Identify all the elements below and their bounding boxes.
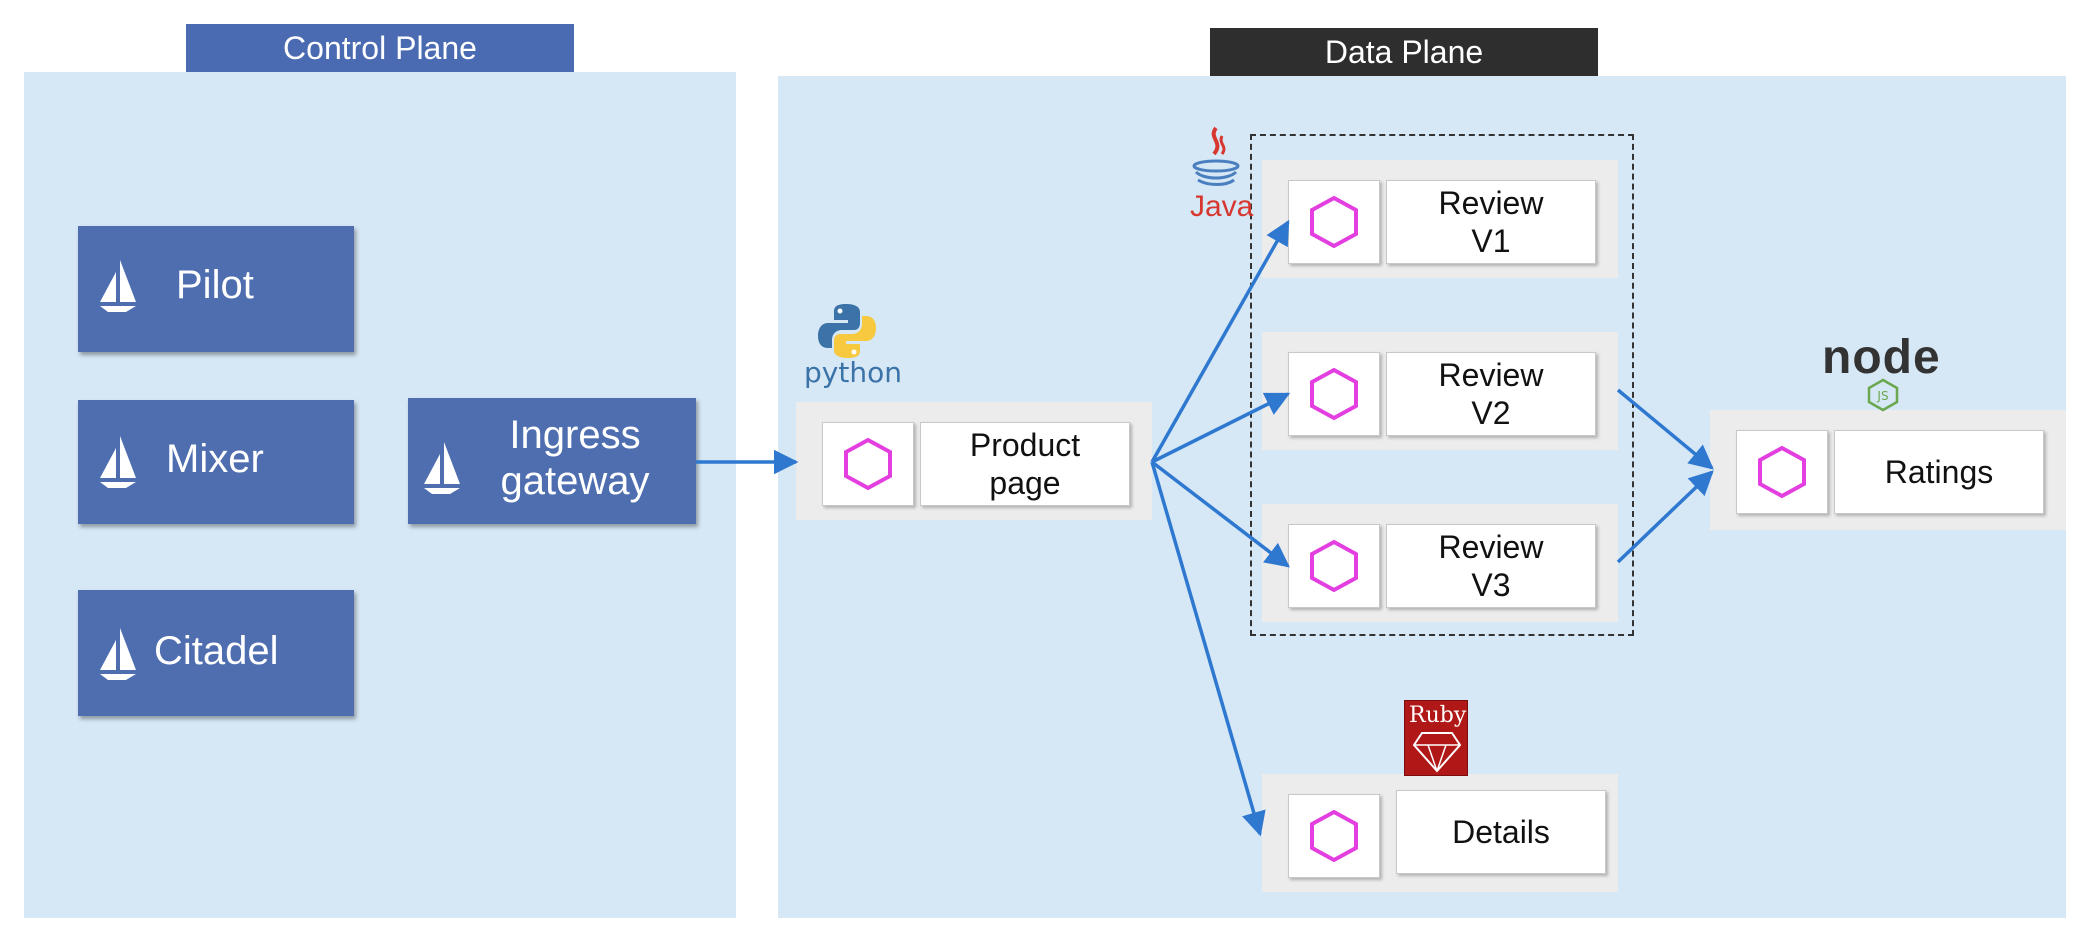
review-v2-icon-tile bbox=[1288, 352, 1380, 436]
review-v1-label-tile[interactable]: Review V1 bbox=[1386, 180, 1596, 264]
hexagon-icon bbox=[844, 437, 892, 491]
java-logo-text: Java bbox=[1190, 190, 1254, 223]
ingress-gateway-label: Ingress gateway bbox=[500, 413, 650, 503]
hexagon-icon bbox=[1758, 445, 1806, 499]
hexagon-icon bbox=[1310, 809, 1358, 863]
control-plane-title-text: Control Plane bbox=[283, 29, 477, 66]
hexagon-icon bbox=[1310, 367, 1358, 421]
pilot-label: Pilot bbox=[176, 263, 254, 307]
hexagon-icon bbox=[1310, 195, 1358, 249]
citadel-label: Citadel bbox=[154, 629, 279, 673]
control-plane-title: Control Plane bbox=[186, 24, 574, 72]
details-icon-tile bbox=[1288, 794, 1380, 878]
ruby-gem-icon bbox=[1412, 732, 1462, 773]
pilot-component[interactable]: Pilot bbox=[78, 226, 354, 352]
review-v3-label: Review V3 bbox=[1438, 528, 1544, 603]
data-plane-title-text: Data Plane bbox=[1324, 33, 1484, 70]
review-v1-label: Review V1 bbox=[1438, 184, 1544, 259]
python-icon bbox=[818, 304, 876, 358]
sail-icon bbox=[100, 628, 136, 680]
ratings-service: Ratings bbox=[1710, 410, 2066, 530]
mixer-label: Mixer bbox=[166, 437, 264, 481]
product-page-service: Product page bbox=[796, 402, 1152, 520]
citadel-component[interactable]: Citadel bbox=[78, 590, 354, 716]
ratings-label-tile[interactable]: Ratings bbox=[1834, 430, 2044, 514]
details-service: Details bbox=[1262, 774, 1618, 892]
java-logo: Java bbox=[1186, 124, 1254, 232]
ingress-gateway-component[interactable]: Ingress gateway bbox=[408, 398, 696, 524]
review-v1-service: Review V1 bbox=[1262, 160, 1618, 278]
ruby-logo: Ruby bbox=[1404, 700, 1468, 776]
sail-icon bbox=[424, 442, 460, 494]
review-v3-service: Review V3 bbox=[1262, 504, 1618, 622]
product-page-label-tile[interactable]: Product page bbox=[920, 422, 1130, 506]
node-logo: node JS bbox=[1818, 331, 1948, 414]
review-v2-label-tile[interactable]: Review V2 bbox=[1386, 352, 1596, 436]
product-page-icon-tile bbox=[822, 422, 914, 506]
sail-icon bbox=[100, 436, 136, 488]
review-v3-icon-tile bbox=[1288, 524, 1380, 608]
review-v2-service: Review V2 bbox=[1262, 332, 1618, 450]
review-v1-icon-tile bbox=[1288, 180, 1380, 264]
svg-text:JS: JS bbox=[1876, 389, 1888, 403]
data-plane-title: Data Plane bbox=[1210, 28, 1598, 76]
product-page-label: Product page bbox=[969, 426, 1081, 501]
hexagon-icon bbox=[1310, 539, 1358, 593]
node-logo-text: node bbox=[1822, 331, 1941, 384]
python-logo: python bbox=[800, 300, 902, 392]
details-label-tile[interactable]: Details bbox=[1396, 790, 1606, 874]
ruby-logo-text: Ruby bbox=[1409, 703, 1467, 728]
review-v3-label-tile[interactable]: Review V3 bbox=[1386, 524, 1596, 608]
ratings-icon-tile bbox=[1736, 430, 1828, 514]
review-v2-label: Review V2 bbox=[1438, 356, 1544, 431]
details-label: Details bbox=[1452, 813, 1550, 850]
mixer-component[interactable]: Mixer bbox=[78, 400, 354, 524]
python-logo-text: python bbox=[804, 356, 902, 389]
sail-icon bbox=[100, 260, 136, 312]
nodejs-hexagon-icon: JS bbox=[1867, 378, 1899, 412]
java-cup-icon bbox=[1192, 126, 1240, 186]
ratings-label: Ratings bbox=[1884, 453, 1994, 490]
